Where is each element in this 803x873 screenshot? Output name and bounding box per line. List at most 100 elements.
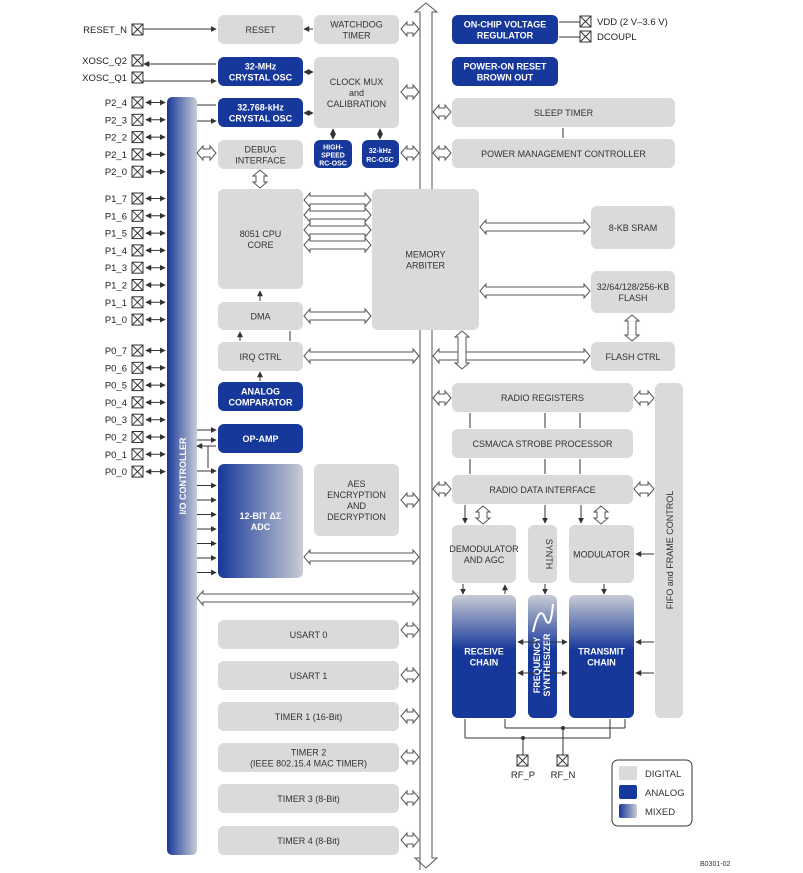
sleep-timer-block-label: SLEEP TIMER bbox=[534, 108, 594, 118]
rc-osc-32khz-label-line-0: 32-kHz bbox=[369, 148, 392, 155]
bus-arrow bbox=[479, 282, 591, 300]
aes-block-label-line-2: AND bbox=[347, 501, 367, 511]
pin-pad-p2-2 bbox=[131, 131, 144, 144]
op-amp-block-label: OP-AMP bbox=[243, 434, 279, 444]
pin-pad-p1-3 bbox=[131, 261, 144, 274]
analog-comparator-block-label-line-1: COMPARATOR bbox=[229, 398, 293, 408]
pin-label-p0-6: P0_6 bbox=[105, 363, 127, 374]
legend-swatch-digital bbox=[619, 766, 637, 780]
hs-rc-osc-label-line-2: RC-OSC bbox=[319, 161, 347, 168]
rc-osc-32khz-block bbox=[362, 140, 399, 168]
pin-pad-p1-4 bbox=[131, 244, 144, 257]
pin-pad-p1-1 bbox=[131, 296, 144, 309]
debug-interface-block bbox=[218, 140, 303, 169]
bus-arrow bbox=[303, 206, 372, 224]
bus-arrow bbox=[633, 480, 655, 498]
radio-data-interface-block bbox=[452, 475, 633, 504]
pin-label-p1-4: P1_4 bbox=[105, 246, 127, 257]
clock-mux-block-label-line-0: CLOCK MUX bbox=[330, 77, 384, 87]
aes-block-label-line-1: ENCRYPTION bbox=[327, 490, 386, 500]
synth-block bbox=[528, 525, 557, 583]
pin-label-vdd: VDD (2 V–3.6 V) bbox=[597, 17, 668, 28]
bus-arrow bbox=[303, 236, 372, 254]
legend-swatch-analog bbox=[619, 785, 637, 799]
crystal-osc-32mhz-block-label-line-0: 32-MHz bbox=[245, 62, 277, 72]
crystal-osc-32khz-block bbox=[218, 98, 303, 127]
fifo-frame-control-label: FIFO and FRAME CONTROL bbox=[665, 491, 675, 610]
watchdog-timer-block-label-line-0: WATCHDOG bbox=[330, 20, 383, 30]
pin-pad-p0-5 bbox=[131, 379, 144, 392]
freq-synth-label-line-0: FREQUENCY bbox=[532, 637, 542, 694]
sleep-timer-block bbox=[452, 98, 675, 127]
modulator-block bbox=[569, 525, 634, 583]
pin-label-p2-1: P2_1 bbox=[105, 150, 127, 161]
pin-pad-p0-6 bbox=[131, 361, 144, 374]
io-controller-label: I/O CONTROLLER bbox=[178, 437, 188, 514]
adc-block-label-line-0: 12-BIT ΔΣ bbox=[240, 511, 282, 521]
timer3-block bbox=[218, 784, 399, 813]
radio-data-interface-block-label: RADIO DATA INTERFACE bbox=[489, 485, 595, 495]
crystal-osc-32mhz-block-label-line-1: CRYSTAL OSC bbox=[229, 73, 293, 83]
analog-comparator-block bbox=[218, 382, 303, 411]
pin-label-rf-p: RF_P bbox=[511, 770, 535, 781]
timer4-block-label: TIMER 4 (8-Bit) bbox=[277, 836, 340, 846]
sram-block bbox=[591, 206, 675, 249]
pin-pad-p1-0 bbox=[131, 313, 144, 326]
timer4-block bbox=[218, 826, 399, 855]
pin-pad-p0-2 bbox=[131, 431, 144, 443]
rc-osc-32khz-label-line-1: RC-OSC bbox=[366, 157, 394, 164]
pin-label-p1-6: P1_6 bbox=[105, 211, 127, 222]
analog-comparator-block-label-line-0: ANALOG bbox=[241, 387, 280, 397]
fifo-frame-control-block bbox=[655, 383, 683, 718]
adc-block bbox=[218, 464, 303, 578]
cpu-core-block-label-line-0: 8051 CPU bbox=[240, 229, 282, 239]
bus-arrow bbox=[432, 347, 591, 365]
bus-arrow bbox=[196, 589, 420, 607]
bus-arrow-vertical bbox=[251, 169, 269, 189]
usart1-block-label: USART 1 bbox=[290, 671, 328, 681]
pin-label-p1-0: P1_0 bbox=[105, 315, 127, 326]
transmit-chain-block bbox=[569, 595, 634, 718]
reset-n-pad bbox=[131, 23, 144, 36]
power-on-reset-block-label-line-0: POWER-ON RESET bbox=[463, 62, 547, 72]
pin-pad-p1-5 bbox=[131, 227, 144, 240]
debug-interface-block-label-line-0: DEBUG bbox=[244, 145, 276, 155]
synth-label: SYNTH bbox=[544, 539, 554, 570]
pin-pad-p1-2 bbox=[131, 279, 144, 291]
pin-pad-p0-4 bbox=[131, 396, 144, 409]
bus-arrow-vertical bbox=[474, 505, 492, 525]
demodulator-block-label-line-0: DEMODULATOR bbox=[449, 544, 519, 554]
bus-arrow-vertical bbox=[623, 314, 641, 342]
rf-n-pad bbox=[556, 754, 569, 767]
radio-registers-block-label: RADIO REGISTERS bbox=[501, 393, 584, 403]
pin-label-p2-2: P2_2 bbox=[105, 133, 127, 144]
bus-arrow bbox=[196, 144, 217, 162]
voltage-regulator-block bbox=[452, 15, 558, 44]
pin-label-p1-3: P1_3 bbox=[105, 263, 127, 274]
pin-label-p0-2: P0_2 bbox=[105, 433, 127, 444]
usart0-block bbox=[218, 620, 399, 649]
pin-label-p1-7: P1_7 bbox=[105, 194, 127, 205]
timer1-block-label: TIMER 1 (16-Bit) bbox=[275, 712, 343, 722]
bus-arrow bbox=[400, 707, 420, 725]
bus-arrow bbox=[400, 83, 420, 101]
bus-arrow bbox=[400, 831, 420, 849]
hs-rc-osc-block bbox=[314, 140, 352, 168]
hs-rc-osc-label-line-0: HIGH- bbox=[323, 145, 344, 152]
pin-label-p0-5: P0_5 bbox=[105, 381, 127, 392]
bus-arrow bbox=[303, 548, 420, 566]
flash-block-label-line-1: FLASH bbox=[618, 293, 647, 303]
flash-ctrl-block-label: FLASH CTRL bbox=[605, 352, 660, 362]
flash-block-label-line-0: 32/64/128/256-KB bbox=[597, 282, 670, 292]
receive-chain-block-label-line-1: CHAIN bbox=[470, 658, 499, 668]
demodulator-block-label-line-1: AND AGC bbox=[464, 555, 505, 565]
bus-arrow-vertical bbox=[453, 330, 471, 370]
bus-arrow bbox=[432, 144, 452, 162]
timer2-block-label-line-0: TIMER 2 bbox=[291, 748, 327, 758]
pin-label-reset-n: RESET_N bbox=[83, 25, 127, 36]
pin-label-p1-2: P1_2 bbox=[105, 281, 127, 292]
memory-arbiter-block bbox=[372, 189, 479, 330]
pin-pad-p1-7 bbox=[131, 192, 144, 205]
io-controller: I/O CONTROLLER bbox=[167, 97, 197, 855]
